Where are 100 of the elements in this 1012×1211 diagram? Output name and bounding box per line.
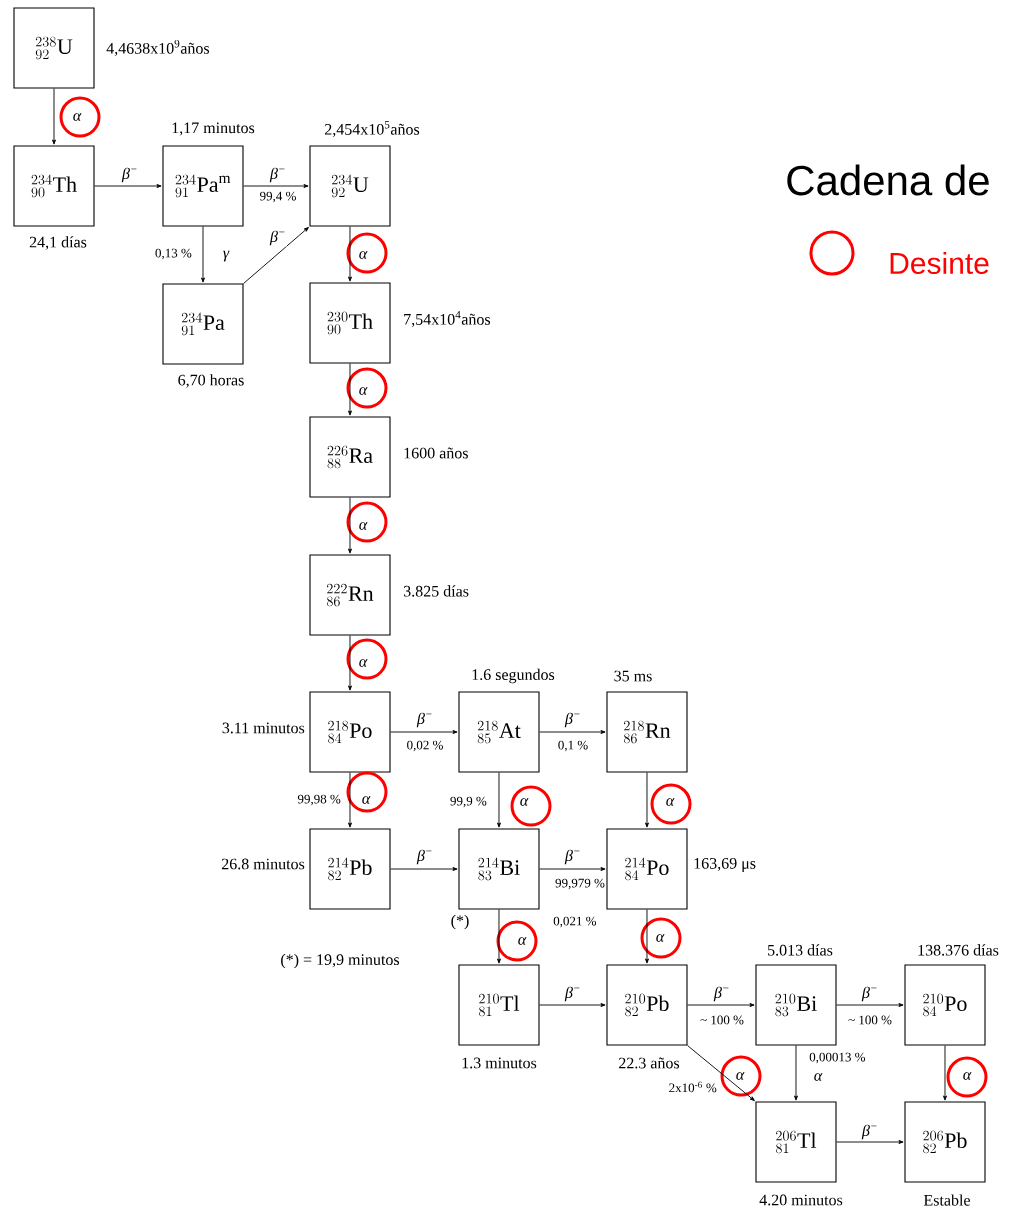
nuclide-box: ${}^{234}_{91}\mathrm{Pa}$ <box>162 283 244 365</box>
nuclide-box: ${}^{234}_{90}\mathrm{Th}$ <box>13 145 95 227</box>
edge-label: α <box>357 250 369 260</box>
arrow <box>348 363 352 416</box>
annotation-label: 99,9 % <box>448 795 488 809</box>
annotation-label: (*) = 19,9 minutos <box>279 952 401 970</box>
edge-label: α <box>360 795 372 805</box>
side-label: (*) <box>451 914 469 930</box>
edge-label: α <box>812 1072 824 1082</box>
arrow <box>497 772 501 828</box>
edge-label: α <box>357 386 369 396</box>
arrow <box>539 730 606 734</box>
annotation-label: 0,00013 % <box>808 1051 867 1065</box>
nuclide-box: ${}^{214}_{82}\mathrm{Pb}$ <box>309 828 391 910</box>
side-label: 24,1 días <box>29 236 87 250</box>
arrow <box>539 867 606 871</box>
nuclide-box: ${}^{206}_{82}\mathrm{Pb}$ <box>904 1101 986 1183</box>
nuclide-box: ${}^{218}_{84}\mathrm{Po}$ <box>309 691 391 773</box>
edge-label: β$^{−}$ <box>269 229 287 247</box>
annotation-label: 2x10$^{-6}$ % <box>667 1080 718 1094</box>
edge-label: β$^{−}$ <box>416 711 434 729</box>
side-label: 4.20 minutos <box>759 1194 843 1206</box>
nuclide-box: ${}^{206}_{81}\mathrm{Tl}$ <box>755 1101 837 1183</box>
arrow <box>687 1045 755 1102</box>
side-label: 6,70 horas <box>178 374 244 388</box>
nuclide-box: ${}^{226}_{88}\mathrm{Ra}$ <box>309 416 391 498</box>
side-label: 3.825 días <box>403 585 469 597</box>
edge-label: α <box>734 1071 746 1081</box>
annotation-label: 99,979 % <box>554 877 606 891</box>
arrow <box>348 497 352 554</box>
nuclide-box: ${}^{210}_{84}\mathrm{Po}$ <box>904 964 986 1046</box>
nuclide-box: ${}^{214}_{83}\mathrm{Bi}$ <box>458 828 540 910</box>
arrow <box>94 184 162 188</box>
nuclide-box: ${}^{210}_{83}\mathrm{Bi}$ <box>755 964 837 1046</box>
edge-label: β$^{−}$ <box>713 985 731 1003</box>
nuclide-box: ${}^{218}_{85}\mathrm{At}$ <box>458 691 540 773</box>
arrow <box>539 1003 606 1007</box>
arrow <box>645 909 649 964</box>
side-label: 4,4638x10$^{9}$años <box>106 39 210 57</box>
annotation-label: 0,021 % <box>552 915 598 929</box>
side-label: 7,54x10$^{4}$años <box>404 310 491 328</box>
edge-label: β$^{−}$ <box>861 985 879 1003</box>
nuclide-box: ${}^{234}_{92}\mathrm{U}$ <box>309 145 391 227</box>
arrow <box>52 88 56 145</box>
arrow <box>390 730 458 734</box>
side-label: 22.3 años <box>619 1057 680 1069</box>
edge-label: β$^{−}$ <box>564 848 582 866</box>
edge-label: β$^{−}$ <box>121 166 139 184</box>
edge-label: α <box>961 1071 973 1081</box>
arrow <box>243 184 309 188</box>
arrow <box>201 226 205 283</box>
edge-label: β$^{−}$ <box>269 166 287 184</box>
annotation-label: 0,02 % <box>405 739 445 753</box>
side-label: 35 ms <box>614 670 652 682</box>
edge-label: α <box>518 797 530 807</box>
arrow <box>243 227 309 284</box>
annotation-label: 99,98 % <box>296 793 342 807</box>
side-label: 163,69 μs <box>694 858 756 872</box>
side-label: 138.376 días <box>918 944 999 956</box>
title: Cadena de <box>787 164 989 196</box>
edge-label: β$^{−}$ <box>861 1123 879 1141</box>
edge-label: β$^{−}$ <box>564 711 582 729</box>
edge-label: β$^{−}$ <box>416 848 434 866</box>
arrow <box>348 772 352 828</box>
side-label: 1,17 minutos <box>172 122 255 136</box>
edge-label: α <box>654 933 666 943</box>
arrow <box>836 1003 904 1007</box>
edge-label: β$^{−}$ <box>564 985 582 1003</box>
nuclide-box: ${}^{234}_{91}\mathrm{Pa}^{\mathrm{m}}$ <box>162 145 244 227</box>
nuclide-box: ${}^{218}_{86}\mathrm{Rn}$ <box>606 691 688 773</box>
nuclide-box: ${}^{214}_{84}\mathrm{Po}$ <box>606 828 688 910</box>
arrow <box>348 226 352 282</box>
edge-label: α <box>357 658 369 668</box>
arrow <box>348 635 352 691</box>
nuclide-box: ${}^{238}_{92}\mathrm{U}$ <box>13 7 95 89</box>
nuclide-box: ${}^{210}_{81}\mathrm{Tl}$ <box>458 964 540 1046</box>
arrow <box>390 867 458 871</box>
arrow <box>836 1140 904 1144</box>
side-label: 1.6 segundos <box>472 668 555 684</box>
edge-label: α <box>664 797 676 807</box>
side-label: 5.013 días <box>768 944 833 956</box>
annotation-label: 0,13 % <box>153 247 193 261</box>
side-label: 26.8 minutos <box>221 858 305 870</box>
side-label: 2,454x10$^{5}$años <box>325 120 420 138</box>
edge-label: α <box>516 936 528 946</box>
annotation-label: ~ 100 % <box>847 1014 893 1026</box>
arrow <box>794 1045 798 1101</box>
edge-label: α <box>71 112 83 122</box>
arrow <box>645 772 649 828</box>
edge-label: γ <box>221 249 231 263</box>
side-label: 1.3 minutos <box>462 1057 537 1069</box>
nuclide-box: ${}^{230}_{90}\mathrm{Th}$ <box>309 282 391 364</box>
arrow <box>687 1003 755 1007</box>
side-label: 3.11 minutos <box>222 722 305 734</box>
edge-label: α <box>357 521 369 531</box>
nuclide-box: ${}^{222}_{86}\mathrm{Rn}$ <box>309 554 391 636</box>
nuclide-box: ${}^{210}_{82}\mathrm{Pb}$ <box>606 964 688 1046</box>
legend-label: Desinte <box>890 252 989 275</box>
arrow <box>943 1045 947 1101</box>
arrow <box>497 909 501 964</box>
